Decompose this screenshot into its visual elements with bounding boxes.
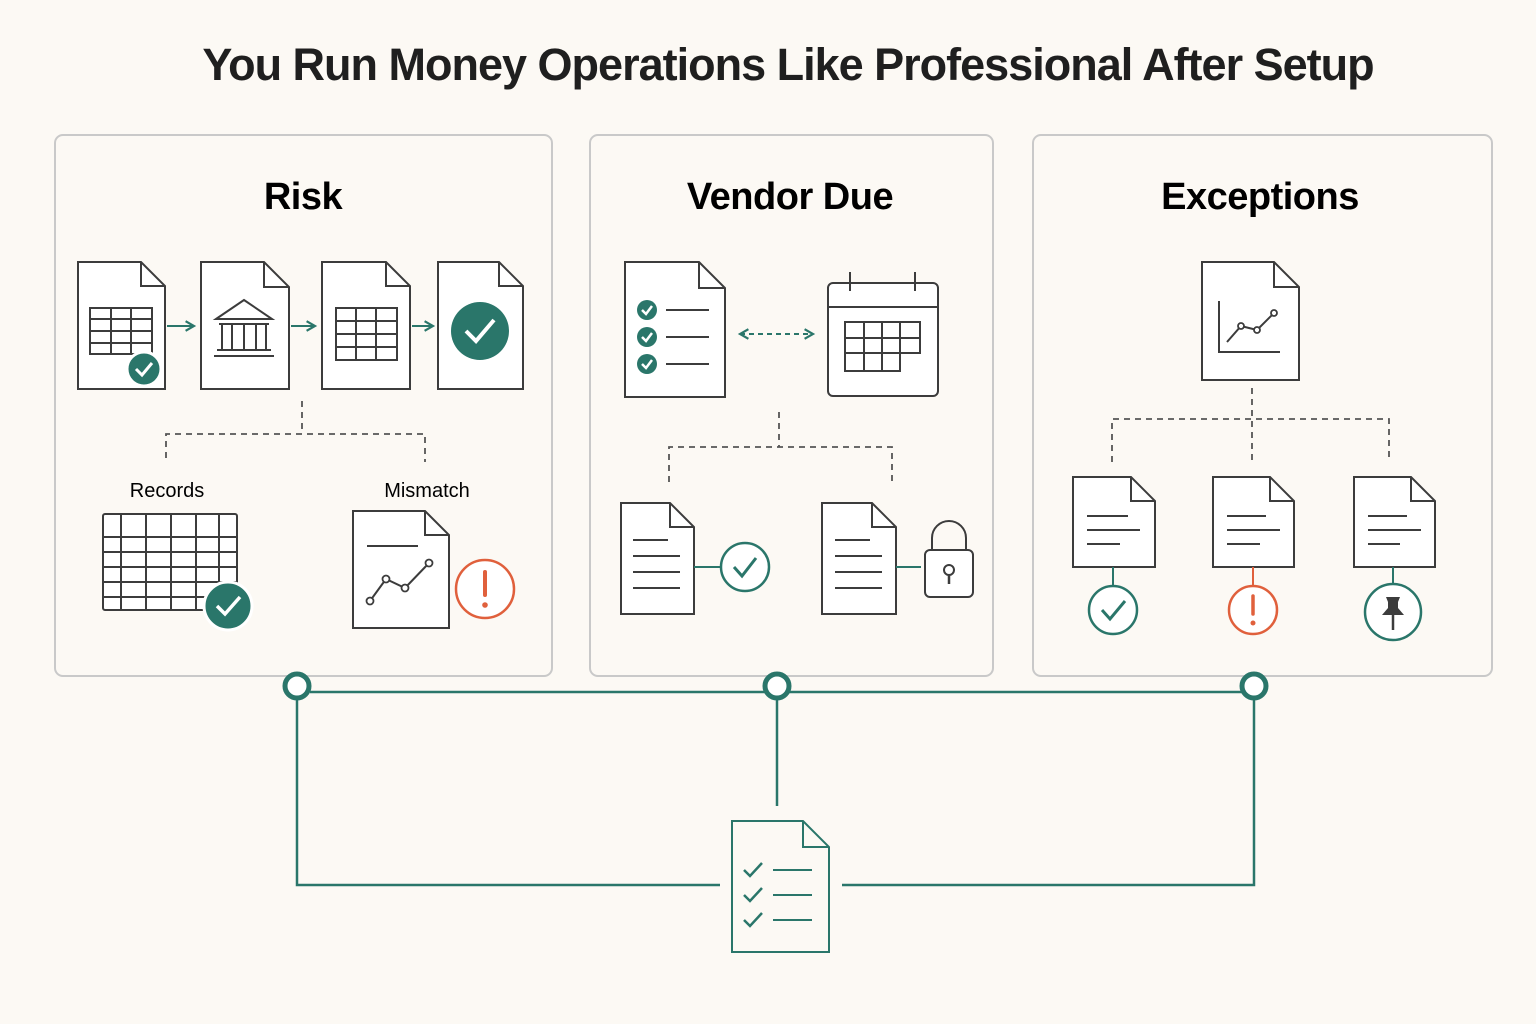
spreadsheet-document-icon [77, 261, 166, 390]
connector-node [1239, 671, 1269, 701]
calendar-icon [827, 272, 939, 397]
panel-title-exceptions: Exceptions [1161, 176, 1359, 218]
summary-checklist-document-icon [731, 820, 830, 953]
alert-icon [454, 558, 516, 620]
text-document-icon [1072, 476, 1156, 568]
label-mismatch: Mismatch [384, 480, 470, 502]
summary-connector [282, 671, 1269, 887]
panel-vendor-due: Vendor Due [589, 134, 994, 677]
text-document-icon [821, 502, 897, 615]
bank-document-icon [200, 261, 290, 390]
panel-risk: Risk [54, 134, 553, 677]
chart-document-icon [1201, 261, 1300, 381]
check-circle-icon [719, 541, 771, 593]
text-document-icon [1353, 476, 1436, 568]
connector-line [165, 401, 426, 462]
ledger-document-icon [321, 261, 411, 390]
check-badge-icon [125, 350, 163, 388]
panel-exceptions: Exceptions [1032, 134, 1493, 677]
check-badge-icon [202, 580, 254, 632]
panel-title-vendor-due: Vendor Due [687, 176, 893, 218]
pin-icon [1363, 582, 1423, 642]
alert-icon [1227, 584, 1279, 636]
connector-line [1111, 388, 1390, 465]
text-document-icon [620, 502, 695, 615]
connector-line [668, 412, 893, 482]
checklist-document-icon [624, 261, 726, 398]
connector-node [762, 671, 792, 701]
records-table-icon [102, 513, 254, 632]
approved-document-icon [437, 261, 524, 390]
text-document-icon [1212, 476, 1295, 568]
label-records: Records [130, 480, 204, 502]
panel-title-risk: Risk [264, 176, 344, 218]
connector-node [282, 671, 312, 701]
page-title: You Run Money Operations Like Profession… [202, 39, 1373, 90]
chart-document-icon [352, 510, 450, 629]
bank-icon [212, 298, 276, 357]
lock-icon [924, 520, 974, 598]
check-circle-icon [1087, 584, 1139, 636]
